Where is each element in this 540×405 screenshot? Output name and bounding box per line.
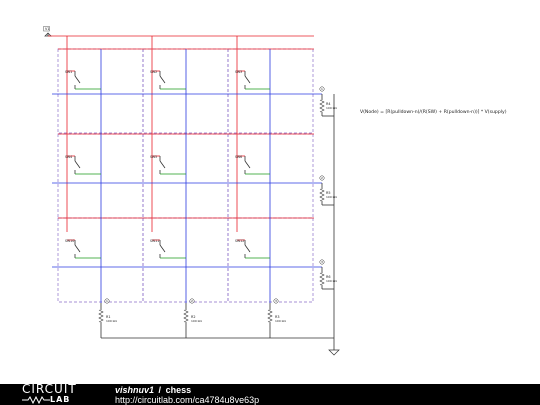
switch-label-SW2: SW2: [150, 70, 157, 74]
row-resistor-value-1: 100 kΩ: [326, 106, 337, 110]
switch-blade-SW5: [159, 160, 166, 169]
switch-label-SW10: SW10: [65, 239, 74, 243]
cell-box-1-3: [227, 48, 314, 134]
switch-blade-SW3: [244, 75, 251, 84]
project-url[interactable]: http://circuitlab.com/ca4784u8ve63p: [115, 395, 260, 405]
switch-label-SW6: SW6: [235, 155, 242, 159]
switch-blade-SW10: [74, 244, 81, 253]
supply-label: V1: [45, 27, 49, 31]
switch-blade-SW4: [74, 160, 81, 169]
row-resistor-name-3: R6: [326, 275, 331, 279]
cell-box-3-2: [142, 217, 229, 303]
cell-box-1-2: [142, 48, 229, 134]
col-resistor-name-2: R2: [191, 315, 196, 319]
col-resistor-icon-1: [98, 309, 104, 323]
col-resistor-value-3: 100 kΩ: [275, 319, 286, 323]
switch-blade-SW12: [244, 244, 251, 253]
row-node-label-3: 3: [321, 260, 323, 264]
circuitlab-logo[interactable]: CIRCUIT LAB: [22, 382, 104, 405]
col-resistor-value-2: 100 kΩ: [191, 319, 202, 323]
cell-box-3-3: [227, 217, 314, 303]
switch-label-SW1: SW1: [65, 70, 72, 74]
cell-box-2-2: [142, 133, 229, 219]
row-node-label-1: 1: [321, 87, 323, 91]
wires: [44, 32, 322, 303]
row-node-label-2: 2: [321, 176, 323, 180]
switch-blade-SW1: [74, 75, 81, 84]
switch-label-SW12: SW12: [235, 239, 244, 243]
components: [98, 86, 340, 356]
row-node-marker-2: [319, 175, 325, 181]
cell-box-2-1: [57, 133, 144, 219]
project-credit: vishnuv1 / chess: [115, 385, 191, 395]
switches: [67, 70, 270, 259]
switch-label-SW4: SW4: [65, 155, 72, 159]
row-resistor-name-1: R4: [326, 102, 331, 106]
cell-box-3-1: [57, 217, 144, 303]
col-resistor-icon-3: [267, 309, 273, 323]
col-node-marker-2: [189, 298, 195, 304]
switch-label-SW3: SW3: [235, 70, 242, 74]
author-link[interactable]: vishnuv1: [115, 385, 155, 395]
col-node-marker-1: [104, 298, 110, 304]
credit-separator: /: [158, 385, 162, 395]
cell-boxes: [57, 48, 314, 303]
row-node-marker-3: [319, 259, 325, 265]
supply-label-box: [43, 26, 50, 32]
col-resistor-name-3: R3: [275, 315, 280, 319]
switch-blade-SW2: [159, 75, 166, 84]
row-resistor-icon-2: [319, 188, 325, 202]
ground-icon: [328, 349, 340, 356]
row-resistor-value-3: 100 kΩ: [326, 279, 337, 283]
row-node-marker-1: [319, 86, 325, 92]
col-resistor-value-1: 100 kΩ: [106, 319, 117, 323]
row-resistor-icon-3: [319, 272, 325, 286]
cell-box-1-1: [57, 48, 144, 134]
project-name[interactable]: chess: [165, 385, 192, 395]
col-resistor-icon-2: [183, 309, 189, 323]
switch-label-SW5: SW5: [150, 155, 157, 159]
col-node-label-3: 3: [275, 299, 277, 303]
switch-label-SW11: SW11: [150, 239, 159, 243]
footer-bar: CIRCUIT LAB vishnuv1 / chess http://circ…: [0, 382, 540, 405]
col-node-label-2: 2: [191, 299, 193, 303]
row-resistor-name-2: R5: [326, 191, 331, 195]
col-node-marker-3: [273, 298, 279, 304]
logo-text-top: CIRCUIT: [22, 382, 77, 396]
col-node-label-1: 1: [106, 299, 108, 303]
row-resistor-icon-1: [319, 99, 325, 113]
cell-box-2-3: [227, 133, 314, 219]
switch-blade-SW6: [244, 160, 251, 169]
switch-blade-SW11: [159, 244, 166, 253]
logo-text-bottom: LAB: [50, 395, 71, 404]
col-resistor-name-1: R1: [106, 315, 111, 319]
node-voltage-formula: V(Node) = [R(pulldown-n)/(R(SW) + R(pull…: [360, 109, 507, 115]
row-resistor-value-2: 100 kΩ: [326, 195, 337, 199]
logo-resistor-icon: [22, 396, 50, 404]
